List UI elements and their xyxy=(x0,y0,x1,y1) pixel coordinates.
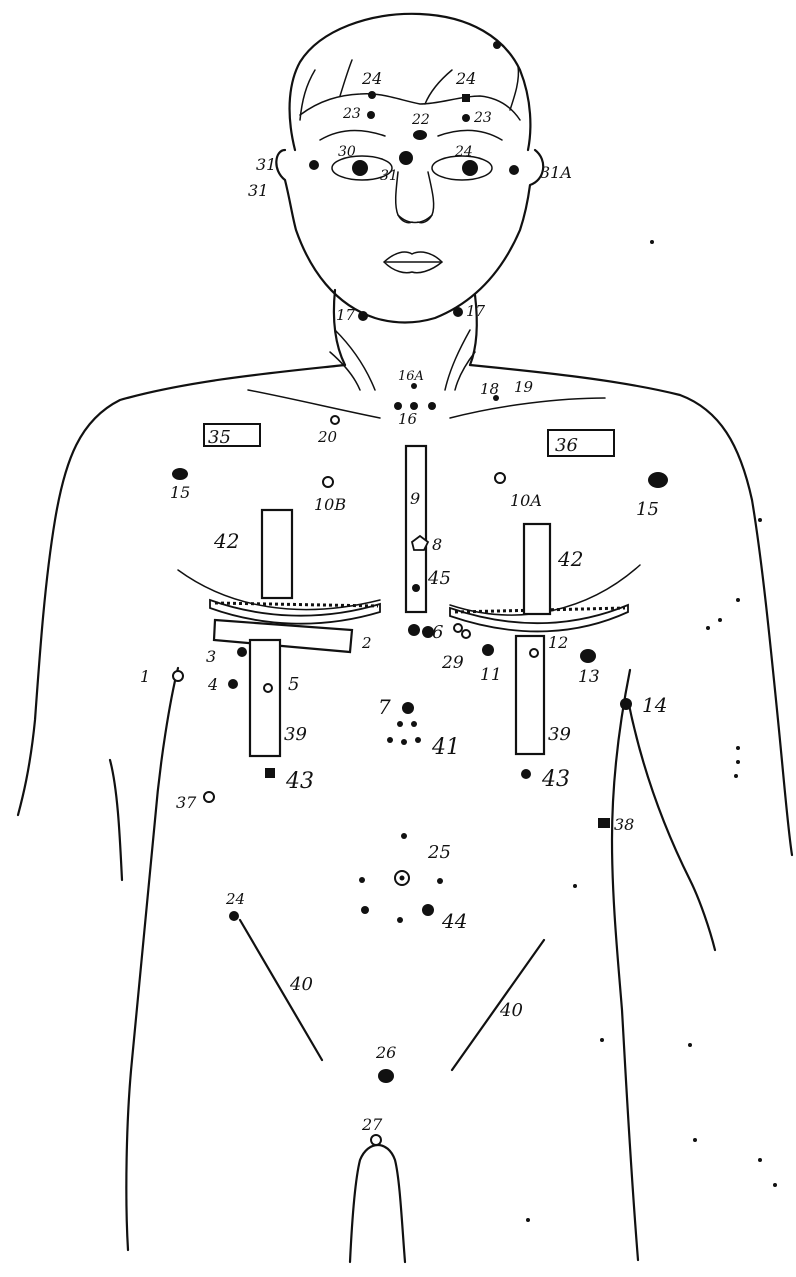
label-44: 44 xyxy=(441,909,467,933)
label-16: 16 xyxy=(398,410,418,428)
label-10B: 10B xyxy=(314,495,346,514)
label-8: 8 xyxy=(432,535,442,554)
label-17a: 17 xyxy=(336,306,356,324)
label-31b: 31 xyxy=(248,181,268,200)
label-23a: 23 xyxy=(342,106,361,122)
mouth xyxy=(384,252,442,273)
label-43b: 43 xyxy=(541,767,570,792)
label-31a: 31 xyxy=(256,155,276,174)
label-42b: 42 xyxy=(557,547,583,571)
label-11: 11 xyxy=(480,665,502,685)
label-7: 7 xyxy=(378,695,391,719)
label-24c: 24 xyxy=(225,890,245,908)
label-14: 14 xyxy=(642,693,667,717)
label-26: 26 xyxy=(375,1043,396,1062)
label-4: 4 xyxy=(207,675,218,694)
label-6: 6 xyxy=(432,622,443,643)
label-22: 22 xyxy=(411,112,430,128)
label-36: 36 xyxy=(555,435,578,456)
nose xyxy=(396,172,434,223)
label-35: 35 xyxy=(208,427,231,448)
label-5: 5 xyxy=(288,674,299,695)
label-24-eye: 24 xyxy=(454,144,473,160)
label-23b: 23 xyxy=(473,110,492,126)
label-39a: 39 xyxy=(284,724,307,745)
label-3: 3 xyxy=(206,647,216,666)
label-25: 25 xyxy=(427,842,451,863)
label-27: 27 xyxy=(361,1115,383,1134)
label-41: 41 xyxy=(431,735,460,760)
label-39b: 39 xyxy=(548,724,571,745)
label-30: 30 xyxy=(338,144,356,160)
label-10A: 10A xyxy=(510,491,542,510)
label-40b: 40 xyxy=(499,1000,523,1021)
label-15b: 15 xyxy=(636,499,659,520)
label-9: 9 xyxy=(410,489,420,508)
chest-wounds xyxy=(204,424,628,1070)
label-20: 20 xyxy=(317,428,338,446)
label-40a: 40 xyxy=(289,974,313,995)
label-42a: 42 xyxy=(213,529,239,553)
label-38: 38 xyxy=(614,815,634,834)
label-45: 45 xyxy=(427,568,451,589)
label-17b: 17 xyxy=(466,302,486,320)
label-31c: 31 xyxy=(380,168,398,184)
label-31A: 31A xyxy=(540,163,572,182)
label-37: 37 xyxy=(176,793,197,812)
label-12: 12 xyxy=(548,633,568,652)
label-24b: 24 xyxy=(455,69,476,88)
label-29: 29 xyxy=(441,653,464,673)
label-18: 18 xyxy=(480,380,499,398)
label-16A: 16A xyxy=(398,369,424,384)
point-labels: 24 24 23 22 23 30 24 31 31 31 31A 17 17 … xyxy=(140,69,667,1134)
eyebrows xyxy=(320,130,502,140)
label-2: 2 xyxy=(361,634,372,652)
label-24a: 24 xyxy=(361,69,382,88)
label-13: 13 xyxy=(578,667,600,687)
label-19: 19 xyxy=(514,378,534,396)
label-43a: 43 xyxy=(285,769,314,794)
label-15a: 15 xyxy=(170,483,190,502)
label-1: 1 xyxy=(140,667,150,686)
